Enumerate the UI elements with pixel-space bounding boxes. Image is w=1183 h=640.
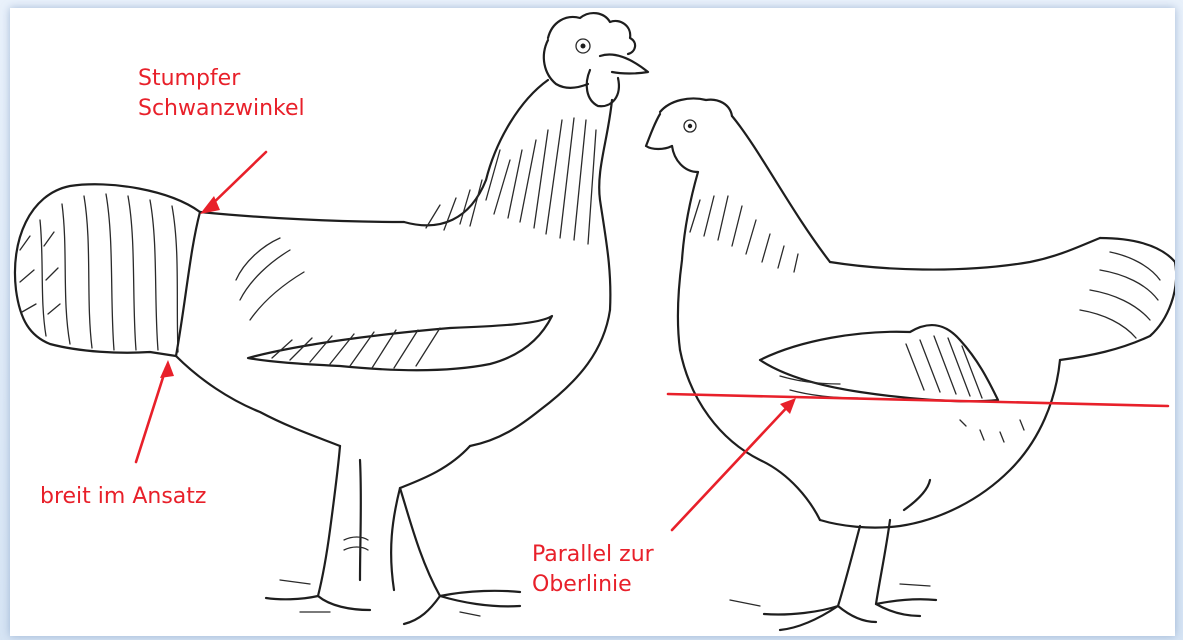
rooster-backline <box>200 212 404 222</box>
hen-wing <box>760 325 998 401</box>
rooster-leg-right <box>400 488 440 596</box>
rooster-drawing <box>15 13 648 624</box>
rooster-beak <box>600 55 648 74</box>
hen-drawing <box>646 99 1175 631</box>
topline-label-line1: Parallel zur <box>532 540 654 570</box>
hen-beak <box>646 114 672 149</box>
tail-angle-label-line1: Stumpfer <box>138 64 305 94</box>
hen-leg-left <box>838 526 860 606</box>
tail-angle-label-line2: Schwanzwinkel <box>138 94 305 124</box>
tail-base-arrow <box>136 368 166 462</box>
tail-angle-label: Stumpfer Schwanzwinkel <box>138 64 305 124</box>
topline-label: Parallel zur Oberlinie <box>532 540 654 600</box>
hen-comb <box>660 99 732 117</box>
rooster-comb <box>548 13 635 54</box>
rooster-leg-left <box>318 446 340 596</box>
topline-arrow <box>672 402 792 530</box>
hen-backline <box>830 238 1100 270</box>
rooster-wattle <box>587 70 619 106</box>
tail-base-label: breit im Ansatz <box>40 482 206 512</box>
hen-leg-right <box>876 520 890 604</box>
hen-wattle <box>672 146 698 172</box>
topline-label-line2: Oberlinie <box>532 570 654 600</box>
rooster-wing <box>248 316 552 370</box>
topline-parallel-line <box>668 394 1168 406</box>
